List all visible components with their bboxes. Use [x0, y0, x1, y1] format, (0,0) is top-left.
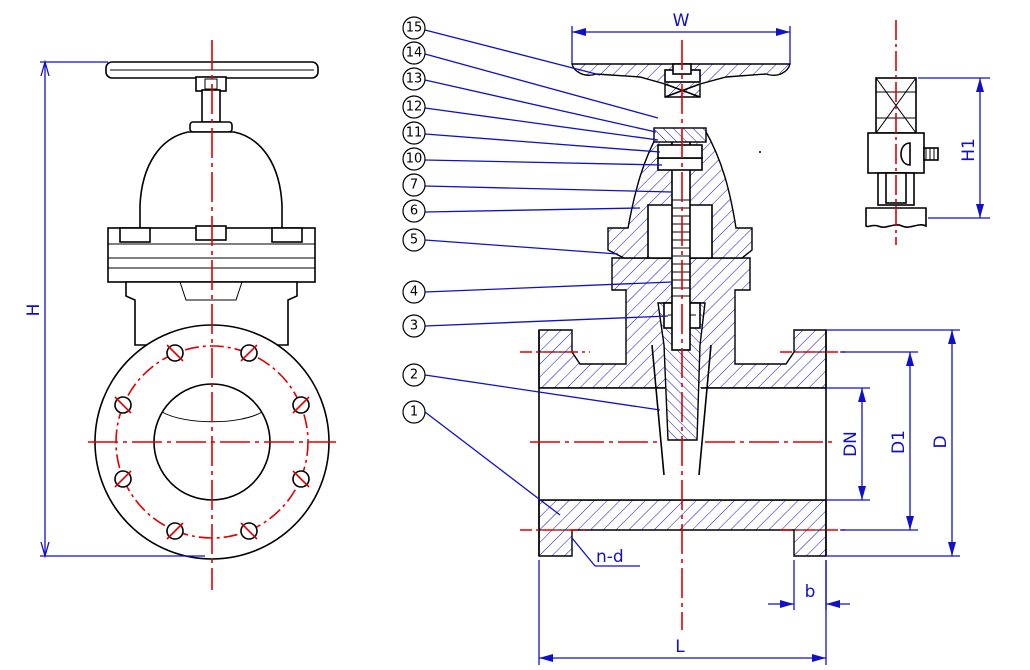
callout-leaders [424, 29, 673, 516]
dimension-h1-label: H1 [959, 138, 979, 162]
part-1-label: 1 [410, 405, 418, 420]
part-5-label: 5 [410, 233, 418, 248]
part-3-label: 3 [410, 319, 418, 334]
part-callouts: 15 14 13 12 11 10 7 6 5 4 3 2 1 [402, 16, 426, 424]
dimension-b-label: b [805, 582, 816, 602]
detail-view: H1 [865, 20, 990, 245]
part-10-label: 10 [406, 152, 423, 167]
front-bonnet [139, 131, 283, 241]
dimension-d1-label: D1 [889, 430, 909, 454]
dimension-nd: n-d [571, 537, 640, 567]
part-7-label: 7 [410, 178, 418, 193]
part-15-label: 15 [406, 21, 423, 36]
dimension-b: b [768, 560, 850, 610]
dimension-h: H [24, 59, 205, 559]
front-stem [201, 89, 221, 123]
part-11-label: 11 [406, 126, 423, 141]
dimension-d: D [826, 329, 960, 557]
dimension-w-label: W [673, 11, 690, 31]
dimension-w: W [571, 11, 791, 64]
part-12-label: 12 [406, 100, 423, 115]
part-14-label: 14 [406, 46, 423, 61]
dimension-h1: H1 [918, 77, 990, 219]
dimension-d-label: D [931, 435, 951, 448]
part-4-label: 4 [410, 285, 418, 300]
section-view: W DN D1 D [402, 11, 960, 665]
dimension-d1: D1 [840, 351, 918, 531]
front-view: H [24, 40, 336, 590]
bolt-holes [114, 344, 310, 540]
dimension-dn-label: DN [841, 431, 861, 457]
dimension-h-label: H [24, 304, 44, 317]
part-6-label: 6 [410, 204, 418, 219]
dimension-dn: DN [826, 387, 870, 501]
dimension-l-label: L [675, 637, 685, 657]
part-2-label: 2 [410, 368, 418, 383]
dimension-nd-label: n-d [596, 547, 624, 567]
part-13-label: 13 [406, 72, 423, 87]
